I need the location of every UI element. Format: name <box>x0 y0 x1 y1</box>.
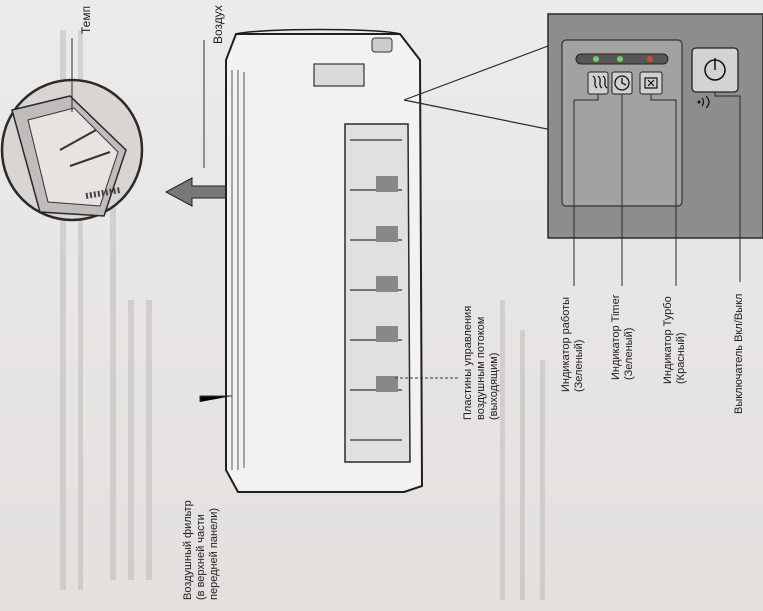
louvers-label: Пластины управления воздушным потоком (в… <box>462 306 501 420</box>
air-inlet-label: Воздух <box>212 5 224 44</box>
operation-indicator-label: Индикатор работы (Зеленый) <box>560 297 586 392</box>
temperature-label: Темп <box>80 6 92 34</box>
heat-waves-icon <box>588 72 608 94</box>
timer-clock-icon <box>612 72 632 94</box>
arrow-left-icon <box>166 178 232 206</box>
air-filter-label: Воздушный фильтр (в верхней части передн… <box>182 500 221 600</box>
timer-indicator-label: Индикатор Timer (Зеленый) <box>610 295 636 380</box>
control-panel <box>548 14 763 238</box>
power-icon[interactable] <box>692 48 738 92</box>
turbo-fan-icon <box>640 72 662 94</box>
turbo-indicator-label: Индикатор Турбо (Красный) <box>662 296 688 384</box>
heater-body <box>226 30 422 493</box>
power-switch-label: Выключатель Вкл/Выкл <box>733 294 745 414</box>
